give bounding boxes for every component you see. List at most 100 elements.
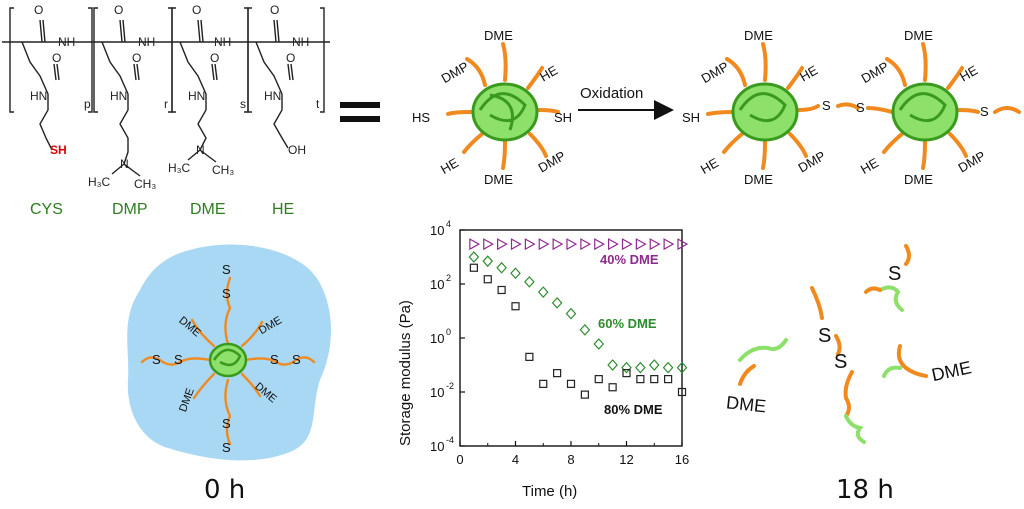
arm-dmp: DMP — [955, 148, 988, 175]
amide-hn: HN — [188, 89, 205, 103]
time-label-0h: 0 h — [204, 475, 245, 505]
data-point-diamond — [468, 251, 480, 263]
data-point-diamond — [621, 361, 632, 374]
data-point-triangle-right — [469, 238, 481, 251]
data-point-square — [664, 375, 673, 384]
dimer-cores — [731, 82, 959, 142]
arm-dme: DME — [744, 28, 773, 43]
arm-he: HE — [858, 155, 881, 177]
x-axis-title: Time (h) — [522, 483, 577, 500]
carbonyl-oxygen: O — [114, 3, 123, 17]
data-point-diamond — [635, 361, 646, 374]
data-point-diamond — [496, 261, 507, 274]
label-cys: CYS — [30, 201, 63, 218]
polymer-atom-labels: O O O O NH NH NH NH O O O O HN HN HN HN … — [30, 3, 320, 191]
data-point-square — [525, 352, 534, 361]
y-tick-label: 10 — [430, 223, 444, 238]
carbonyl-oxygen: O — [192, 3, 201, 17]
arm-hs: HS — [412, 110, 430, 125]
data-point-triangle-right — [594, 238, 605, 251]
data-point-square — [497, 285, 506, 295]
data-point-square — [636, 375, 645, 384]
amide-nh: NH — [58, 35, 75, 49]
nanoparticle-thiol — [446, 42, 560, 170]
series-label-60-dme: 60% DME — [598, 316, 657, 331]
data-point-diamond — [482, 255, 494, 268]
fragment-dme: DME — [930, 357, 973, 385]
arm-dmp: DMP — [439, 59, 472, 86]
arm-dmp: DMP — [699, 59, 732, 86]
nanoparticle-core — [471, 82, 539, 142]
arm-dme: DME — [744, 172, 773, 187]
hydrogel-0h: S S S S S S S S DME DME DME DME 0 h — [127, 244, 331, 505]
data-point-triangle-right — [497, 238, 508, 251]
y-tick-label: 10 — [430, 439, 444, 454]
fragment-s: S — [818, 325, 831, 347]
arm-he: HE — [797, 62, 820, 84]
gel-s: S — [222, 262, 231, 277]
arm-dme: DME — [484, 172, 513, 187]
gel-s: S — [222, 416, 231, 431]
series-label-40-dme: 40% DME — [600, 252, 659, 267]
amide-nh: NH — [292, 35, 309, 49]
monomer-labels: CYS DMP DME HE — [30, 201, 294, 218]
data-point-triangle-right — [649, 238, 661, 251]
arrow-label-oxidation: Oxidation — [580, 85, 643, 102]
gel-s: S — [222, 286, 231, 301]
y-tick-label: 10 — [430, 277, 444, 292]
amine-n: N — [120, 157, 129, 171]
dimer-sh: SH — [682, 110, 700, 125]
y-tick-label: 10 — [430, 331, 444, 346]
data-point-diamond — [524, 275, 535, 288]
x-tick-label: 0 — [456, 452, 463, 467]
amide-nh: NH — [138, 35, 155, 49]
reaction-scheme: DMP DME HE SH DMP DME HE HS Oxidation — [412, 28, 1021, 187]
polymer-structure — [2, 7, 330, 177]
carbonyl-oxygen: O — [132, 51, 141, 65]
data-point-square — [622, 369, 631, 378]
arm-he: HE — [537, 62, 560, 84]
x-tick-label: 16 — [675, 452, 689, 467]
data-point-diamond — [662, 361, 674, 374]
data-point-square — [566, 379, 576, 388]
carbonyl-oxygen: O — [52, 51, 61, 65]
arm-dme: DME — [904, 172, 933, 187]
x-tick-label: 8 — [567, 452, 574, 467]
gel-s: S — [174, 352, 183, 367]
arm-he: HE — [438, 155, 461, 177]
subscript-s: s — [240, 97, 246, 111]
fragment-s: S — [834, 351, 847, 373]
y-tick-exponent: 0 — [446, 327, 451, 337]
amine-n: N — [196, 143, 205, 157]
y-axis-title: Storage modulus (Pa) — [397, 300, 414, 446]
subscript-r: r — [164, 97, 168, 111]
data-marks — [468, 238, 689, 399]
dimer-arms — [706, 42, 1021, 170]
data-point-triangle-right — [483, 238, 494, 251]
data-point-square — [469, 263, 478, 272]
gel-s: S — [292, 352, 301, 367]
amide-hn: HN — [30, 89, 47, 103]
data-point-diamond — [565, 307, 577, 320]
data-point-triangle-right — [608, 238, 619, 251]
arm-dme: DME — [484, 28, 513, 43]
data-point-square — [539, 379, 548, 388]
label-dme: DME — [190, 201, 226, 218]
data-point-square — [553, 369, 562, 378]
subscript-p: p — [84, 97, 91, 111]
hydroxyl-oh: OH — [288, 143, 306, 157]
data-point-diamond — [648, 359, 660, 371]
y-tick-exponent: -4 — [446, 435, 454, 445]
arm-dmp: DMP — [859, 59, 892, 86]
data-point-square — [594, 375, 603, 384]
y-tick-exponent: 4 — [446, 219, 451, 229]
fragment-dme: DME — [725, 392, 767, 416]
amide-nh: NH — [214, 35, 231, 49]
data-point-triangle-right — [621, 238, 633, 251]
equals-sign — [340, 102, 380, 122]
amide-hn: HN — [110, 89, 127, 103]
data-point-diamond — [607, 359, 618, 371]
series-label-80-dme: 80% DME — [604, 402, 663, 417]
